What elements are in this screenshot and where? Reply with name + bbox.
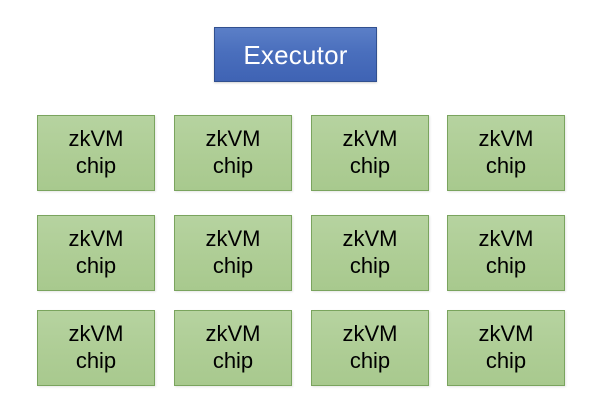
zkvm-chip-node[interactable]: zkVM chip <box>174 215 292 291</box>
zkvm-chip-label-line2: chip <box>75 153 117 178</box>
zkvm-chip-label-line2: chip <box>349 348 391 373</box>
zkvm-chip-node[interactable]: zkVM chip <box>447 115 565 191</box>
zkvm-chip-label-line2: chip <box>75 253 117 278</box>
zkvm-chip-label-line2: chip <box>485 253 527 278</box>
zkvm-chip-label-line1: zkVM <box>478 226 534 252</box>
zkvm-chip-label-line2: chip <box>75 348 117 373</box>
zkvm-chip-label-line2: chip <box>212 153 254 178</box>
zkvm-chip-label-line1: zkVM <box>68 126 124 152</box>
zkvm-chip-label-line2: chip <box>485 348 527 373</box>
zkvm-chip-label-line1: zkVM <box>205 226 261 252</box>
zkvm-chip-label-line1: zkVM <box>478 321 534 347</box>
zkvm-chip-node[interactable]: zkVM chip <box>37 310 155 386</box>
zkvm-chip-label-line1: zkVM <box>478 126 534 152</box>
zkvm-chip-label-line1: zkVM <box>205 126 261 152</box>
zkvm-chip-node[interactable]: zkVM chip <box>311 310 429 386</box>
zkvm-chip-node[interactable]: zkVM chip <box>174 115 292 191</box>
zkvm-chip-label-line1: zkVM <box>205 321 261 347</box>
executor-node-label: Executor <box>243 39 348 70</box>
zkvm-chip-label-line2: chip <box>485 153 527 178</box>
zkvm-chip-node[interactable]: zkVM chip <box>37 215 155 291</box>
zkvm-chip-label-line1: zkVM <box>68 321 124 347</box>
zkvm-chip-node[interactable]: zkVM chip <box>174 310 292 386</box>
zkvm-chip-label-line1: zkVM <box>342 321 398 347</box>
zkvm-chip-node[interactable]: zkVM chip <box>447 310 565 386</box>
zkvm-chip-label-line2: chip <box>212 253 254 278</box>
zkvm-chip-label-line1: zkVM <box>342 126 398 152</box>
zkvm-chip-label-line1: zkVM <box>342 226 398 252</box>
zkvm-chip-node[interactable]: zkVM chip <box>447 215 565 291</box>
zkvm-chip-node[interactable]: zkVM chip <box>37 115 155 191</box>
zkvm-chip-node[interactable]: zkVM chip <box>311 215 429 291</box>
zkvm-chip-label-line2: chip <box>349 153 391 178</box>
zkvm-chip-node[interactable]: zkVM chip <box>311 115 429 191</box>
zkvm-chip-label-line1: zkVM <box>68 226 124 252</box>
zkvm-chip-label-line2: chip <box>212 348 254 373</box>
executor-node[interactable]: Executor <box>214 27 377 82</box>
zkvm-chip-label-line2: chip <box>349 253 391 278</box>
